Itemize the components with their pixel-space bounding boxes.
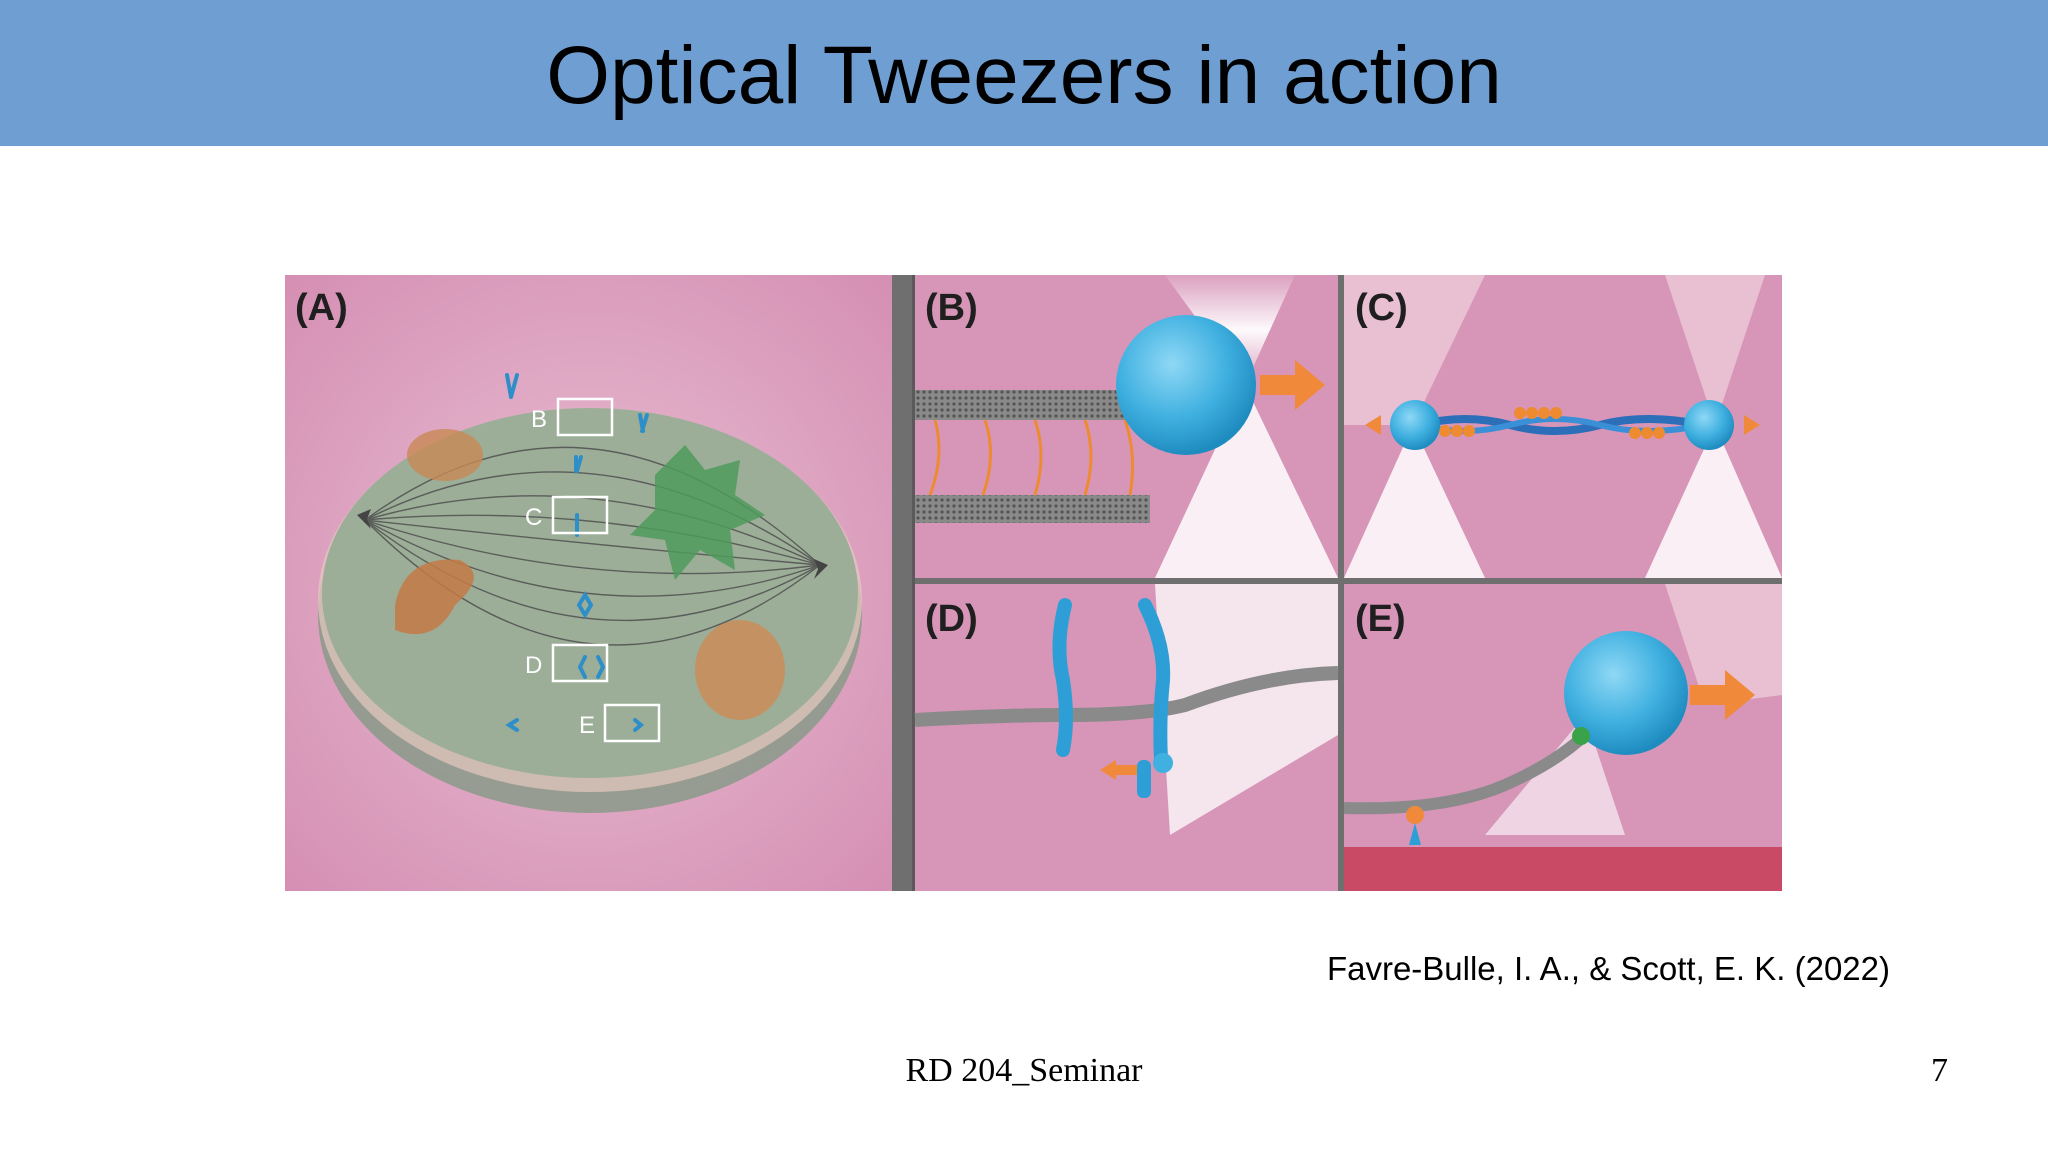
cell-illustration: B C D E xyxy=(318,373,862,813)
bead-c-right xyxy=(1684,400,1734,450)
optical-tweezers-figure: B C D E xyxy=(285,275,1782,891)
arrow-left-c xyxy=(1365,415,1381,435)
arrow-right-b xyxy=(1260,360,1325,410)
bead-c-left xyxy=(1390,400,1440,450)
arrow-right-c xyxy=(1744,415,1760,435)
arrow-right-e xyxy=(1690,670,1755,720)
bead-e xyxy=(1564,631,1688,755)
footer-text: RD 204_Seminar xyxy=(905,1052,1143,1089)
microtubule-d xyxy=(914,666,1339,727)
box-label-c: C xyxy=(525,504,542,531)
microtubule-top xyxy=(915,390,1150,420)
box-label-d: D xyxy=(525,652,542,679)
panel-label-e: (E) xyxy=(1355,598,1406,640)
microtubule-bottom xyxy=(915,495,1150,523)
citation: Favre-Bulle, I. A., & Scott, E. K. (2022… xyxy=(1326,950,1890,987)
bead-b xyxy=(1116,315,1256,455)
panel-label-a: (A) xyxy=(295,287,348,329)
panel-d xyxy=(914,584,1339,891)
page-number: 7 xyxy=(1931,1052,1948,1089)
divider-horizontal xyxy=(915,578,1782,584)
microtubule-e xyxy=(1343,730,1590,815)
box-label-e: E xyxy=(579,712,595,739)
panel-e xyxy=(1343,584,1782,891)
panel-label-c: (C) xyxy=(1355,287,1408,329)
panel-c xyxy=(1344,275,1782,578)
divider-vertical-a xyxy=(892,275,912,891)
panel-label-b: (B) xyxy=(925,287,978,329)
panel-b xyxy=(915,275,1338,578)
surface-e xyxy=(1344,847,1782,891)
slide-title: Optical Tweezers in action xyxy=(546,30,1502,121)
figure-svg: B C D E xyxy=(285,275,1782,891)
arrow-left-d xyxy=(1100,760,1116,780)
box-label-b: B xyxy=(531,406,547,433)
title-bar xyxy=(0,0,2048,146)
panel-label-d: (D) xyxy=(925,598,978,640)
